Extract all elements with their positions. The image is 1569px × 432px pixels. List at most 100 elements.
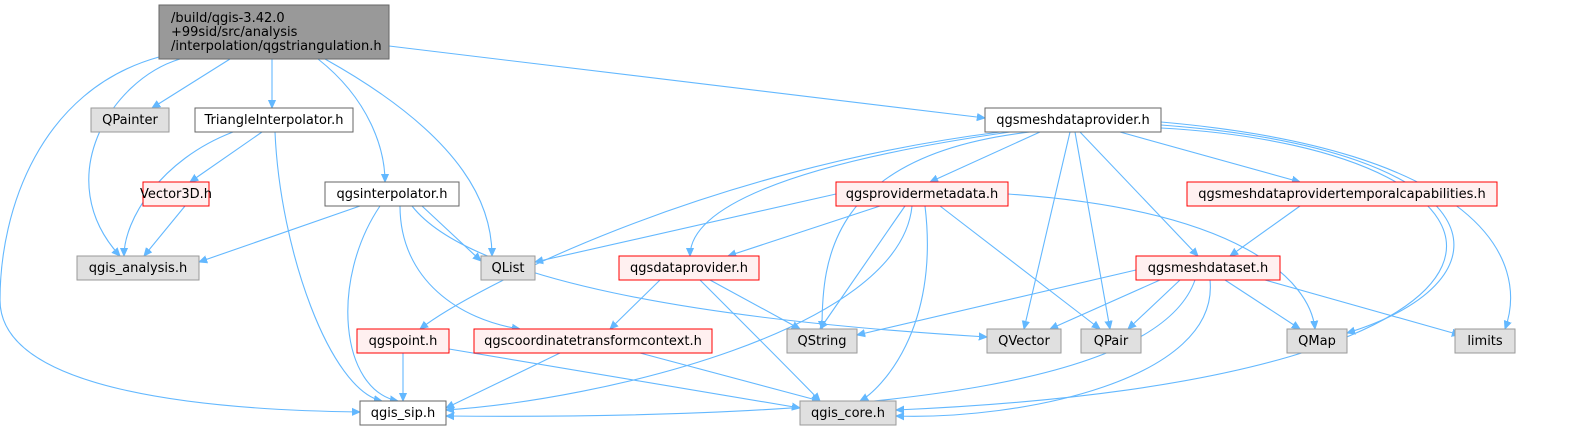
edge-triangleinterp-to-qgis_sip — [274, 131, 382, 401]
edge-qgsmeshdataprovider-to-qstring — [822, 131, 1031, 329]
node-box-vector3d — [142, 181, 210, 207]
edge-qgsmeshdataprovider-to-limits — [1160, 121, 1511, 329]
node-box-qgsmeshtemporal — [1186, 181, 1498, 207]
edge-qgsinterpolator-to-qgscoordctx — [399, 205, 520, 329]
node-qpainter: QPainter — [90, 107, 170, 133]
edge-qgsinterpolator-to-qlist — [421, 205, 481, 261]
edges-layer — [0, 45, 1511, 416]
node-qlist: QList — [480, 255, 536, 281]
edge-qgsinterpolator-to-qvector — [411, 205, 987, 337]
node-qgis_analysis: qgis_analysis.h — [76, 255, 200, 281]
edge-root-to-qlist — [324, 58, 492, 256]
node-label-qstring: QString — [797, 334, 846, 349]
node-box-qlist — [480, 255, 536, 281]
node-label-qgis_core: qgis_core.h — [811, 406, 885, 421]
edge-root-to-qgis_sip — [0, 56, 360, 412]
node-qgspoint[interactable]: qgspoint.h — [356, 328, 450, 354]
node-box-qgsinterpolator — [324, 181, 460, 207]
edge-qgsmeshdataset-to-qgis_sip — [446, 279, 1196, 416]
node-label-qgsinterpolator: qgsinterpolator.h — [337, 187, 448, 202]
node-box-limits — [1454, 328, 1516, 354]
node-qpair: QPair — [1080, 328, 1142, 354]
node-qgsmeshtemporal[interactable]: qgsmeshdataprovidertemporalcapabilities.… — [1186, 181, 1498, 207]
edge-qgspoint-to-qgis_core — [448, 348, 800, 408]
node-root[interactable]: /build/qgis-3.42.0+99sid/src/analysis/in… — [158, 4, 390, 60]
node-box-qgis_sip — [359, 400, 447, 426]
edge-root-to-qpainter — [152, 58, 231, 108]
node-qgscoordctx[interactable]: qgscoordinatetransformcontext.h — [473, 328, 713, 354]
edge-qgsmeshdataset-to-qvector — [1050, 279, 1161, 330]
node-box-qpainter — [90, 107, 170, 133]
node-qstring: QString — [786, 328, 858, 354]
edge-qgsmeshdataset-to-qgis_core — [896, 279, 1211, 416]
node-box-qgspoint — [356, 328, 450, 354]
node-label-qgis_analysis: qgis_analysis.h — [89, 261, 187, 276]
edge-qgscoordctx-to-qgis_core — [639, 352, 820, 401]
node-label-qgscoordctx: qgscoordinatetransformcontext.h — [484, 334, 702, 349]
node-box-qgis_core — [799, 400, 897, 426]
node-qgsmeshdataset[interactable]: qgsmeshdataset.h — [1135, 255, 1281, 281]
edge-qgsdataprovider-to-qgis_core — [699, 279, 820, 401]
node-label-qpainter: QPainter — [102, 113, 158, 128]
node-limits: limits — [1454, 328, 1516, 354]
edge-qgsdataprovider-to-qgscoordctx — [610, 279, 661, 329]
edge-qgsmeshdataprovider-to-qgsmeshdataset — [1079, 131, 1198, 256]
node-box-qvector — [986, 328, 1062, 354]
edge-triangleinterp-to-vector3d — [190, 131, 263, 182]
node-label-qpair: QPair — [1094, 334, 1129, 349]
node-qgsprovidermetadata[interactable]: qgsprovidermetadata.h — [835, 181, 1009, 207]
node-label-qgsdataprovider: qgsdataprovider.h — [630, 261, 748, 276]
node-box-qgsmeshdataset — [1135, 255, 1281, 281]
edge-qgsmeshdataprovider-to-qgsmeshtemporal — [1119, 131, 1300, 182]
node-qgis_sip[interactable]: qgis_sip.h — [359, 400, 447, 426]
node-qgsdataprovider[interactable]: qgsdataprovider.h — [618, 255, 760, 281]
edge-qgsmeshdataset-to-limits — [1264, 279, 1460, 335]
node-label-qgsmeshtemporal: qgsmeshdataprovidertemporalcapabilities.… — [1198, 187, 1486, 202]
edge-qgsmeshdataprovider-to-qpair — [1074, 131, 1110, 329]
edge-vector3d-to-qgis_analysis — [144, 205, 186, 256]
node-qvector: QVector — [986, 328, 1062, 354]
node-qgsinterpolator[interactable]: qgsinterpolator.h — [324, 181, 460, 207]
node-label-qgsmeshdataset: qgsmeshdataset.h — [1148, 261, 1268, 276]
node-box-qmap — [1286, 328, 1348, 354]
edge-qgsdataprovider-to-qstring — [709, 279, 800, 329]
node-qgsmeshdataprovider[interactable]: qgsmeshdataprovider.h — [984, 107, 1162, 133]
edge-qgsmeshdataprovider-to-qmap — [1160, 124, 1455, 333]
node-label-root-line-1: +99sid/src/analysis — [171, 25, 298, 40]
nodes-layer: /build/qgis-3.42.0+99sid/src/analysis/in… — [76, 4, 1516, 426]
node-qmap: QMap — [1286, 328, 1348, 354]
edge-root-to-qgsinterpolator — [317, 58, 385, 182]
edge-qgsmeshdataset-to-qmap — [1224, 279, 1300, 329]
node-label-triangleinterp: TriangleInterpolator.h — [204, 113, 344, 128]
edge-root-to-qgsmeshdataprovider — [388, 45, 985, 118]
edge-qgscoordctx-to-qgis_sip — [446, 352, 561, 409]
node-box-qgis_analysis — [76, 255, 200, 281]
edge-qgsmeshdataprovider-to-qgspoint — [420, 131, 1001, 329]
edge-qgsinterpolator-to-qgis_sip — [347, 205, 398, 401]
node-box-qpair — [1080, 328, 1142, 354]
edge-qgsprovidermetadata-to-qgis_core — [860, 205, 928, 401]
edge-qgsmeshdataprovider-to-qgsprovidermetadata — [930, 131, 1041, 183]
edge-qgsprovidermetadata-to-qlist — [535, 193, 837, 262]
edge-qgsprovidermetadata-to-qgis_sip — [446, 205, 913, 410]
node-box-qgsprovidermetadata — [835, 181, 1009, 207]
edge-qgsprovidermetadata-to-qpair — [939, 205, 1100, 329]
node-box-root — [158, 4, 390, 60]
node-label-qgsprovidermetadata: qgsprovidermetadata.h — [846, 187, 999, 202]
edge-root-to-qgis_analysis — [88, 58, 181, 256]
edge-qgsmeshdataset-to-qpair — [1128, 279, 1181, 329]
node-label-root-line-0: /build/qgis-3.42.0 — [171, 11, 285, 26]
edge-qgsprovidermetadata-to-qmap — [1007, 193, 1315, 329]
node-label-qmap: QMap — [1298, 334, 1336, 349]
node-triangleinterp[interactable]: TriangleInterpolator.h — [194, 107, 354, 133]
node-qgis_core: qgis_core.h — [799, 400, 897, 426]
node-vector3d[interactable]: Vector3D.h — [140, 181, 212, 207]
node-box-qgscoordctx — [473, 328, 713, 354]
node-label-qgis_sip: qgis_sip.h — [371, 406, 435, 421]
node-box-qstring — [786, 328, 858, 354]
edge-qgsmeshdataprovider-to-qvector — [1024, 131, 1071, 329]
node-label-qvector: QVector — [998, 334, 1050, 349]
node-label-vector3d: Vector3D.h — [140, 187, 212, 202]
node-box-qgsmeshdataprovider — [984, 107, 1162, 133]
